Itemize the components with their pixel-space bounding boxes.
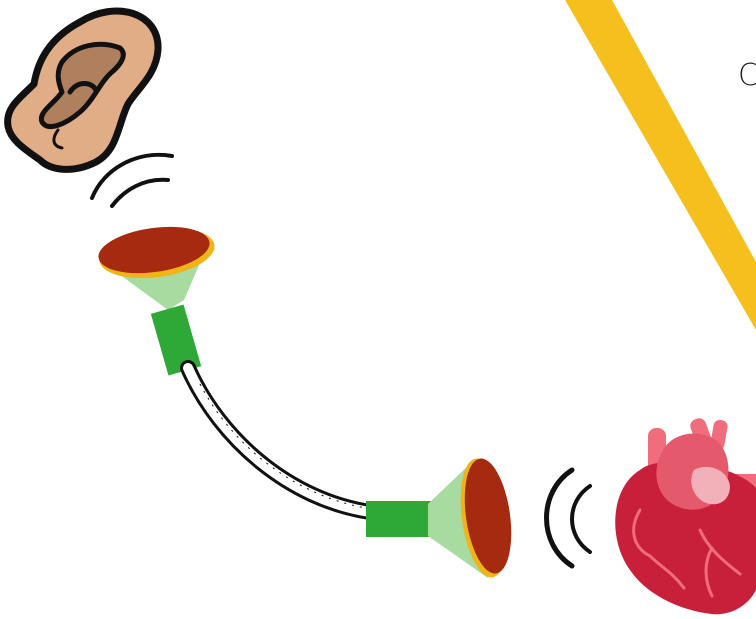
heart-icon	[615, 416, 756, 614]
sound-waves-icon	[547, 470, 591, 566]
corner-text: C	[738, 58, 756, 93]
ear-icon	[8, 11, 158, 169]
sound-waves-icon	[92, 155, 172, 206]
accent-stripe	[565, 0, 756, 330]
stethoscope-tube	[188, 368, 370, 512]
stethoscope-earpiece-icon	[95, 220, 217, 375]
stethoscope-chestpiece-icon	[366, 456, 518, 581]
